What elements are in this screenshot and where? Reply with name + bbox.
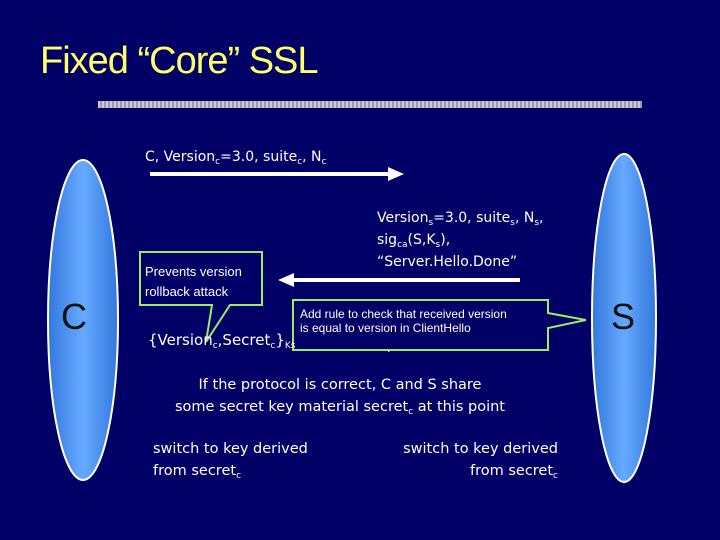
client-ellipse (47, 159, 119, 481)
callout-rollback-box (139, 251, 263, 343)
callout-rule-box (292, 299, 587, 351)
server-ellipse (591, 153, 657, 483)
arrow-client-to-server-1 (150, 167, 404, 181)
server-label: S (611, 296, 636, 337)
switch-key-server: switch to key derived from secretc (403, 441, 558, 481)
arrow-server-to-client (278, 273, 520, 287)
shared-secret-statement: If the protocol is correct, C and S shar… (174, 377, 505, 417)
switch-key-client: switch to key derived from secretc (153, 441, 308, 481)
msg-key-exchange: {Versionc,Secretc}Ks (148, 331, 296, 351)
msg-client-hello: C, Versionc=3.0, suitec, Nc (145, 149, 327, 167)
client-label: C (61, 296, 87, 337)
msg-server-hello: Versions=3.0, suites, Ns, sigca(S,Ks), “… (377, 210, 544, 270)
title-divider (98, 101, 642, 108)
callout-rollback-text: Prevents version rollback attack (145, 264, 242, 299)
callout-rule-text: Add rule to check that received version … (300, 307, 507, 335)
slide-title: Fixed “Core” SSL (40, 40, 319, 82)
